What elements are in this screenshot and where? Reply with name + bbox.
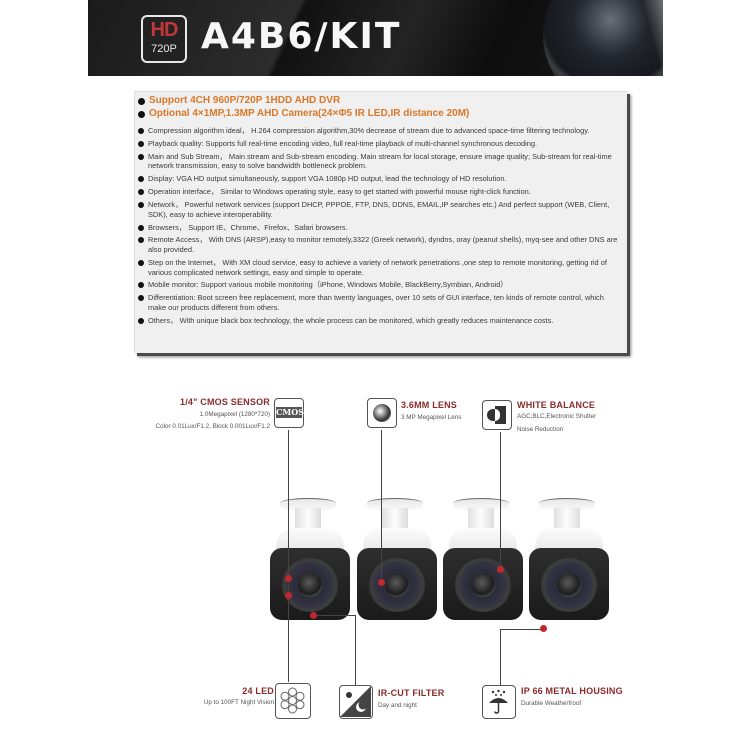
spec-list: Support 4CH 960P/720P 1HDD AHD DVR Optio… xyxy=(135,92,627,325)
spec-item: Main and Sub Stream， Main stream and Sub… xyxy=(138,152,621,171)
camera-image-4 xyxy=(527,498,609,638)
ir-cut-detail: Day and night xyxy=(378,702,417,709)
badge-resolution-text: 720P xyxy=(151,43,177,55)
spec-item: Step on the Internet， With XM cloud serv… xyxy=(138,258,621,277)
spec-item: Browsers， Support IE、Chrome、Firefox、Safa… xyxy=(138,223,621,233)
connector-line-housing-v xyxy=(500,629,501,685)
spec-item: Remote Access， With DNS (ARSP),easy to m… xyxy=(138,235,621,254)
marker-dot xyxy=(285,575,292,582)
spec-list-box: Support 4CH 960P/720P 1HDD AHD DVR Optio… xyxy=(134,91,627,353)
camera-image-2 xyxy=(355,498,437,638)
lens-detail: 3 MP Megapixel Lens xyxy=(401,414,462,421)
marker-dot xyxy=(310,612,317,619)
white-balance-icon xyxy=(482,400,512,430)
badge-hd-text: HD xyxy=(150,19,179,41)
led-title: 24 LED xyxy=(242,686,274,696)
banner-camera-image xyxy=(543,0,663,76)
white-balance-title: WHITE BALANCE xyxy=(517,400,596,410)
connector-line-lens xyxy=(381,430,382,585)
cmos-sensor-title: 1/4" CMOS SENSOR xyxy=(180,397,270,407)
ip66-housing-title: IP 66 METAL HOUSING xyxy=(521,686,623,696)
spec-item: Mobile monitor: Support various mobile m… xyxy=(138,280,621,290)
spec-highlight: Support 4CH 960P/720P 1HDD AHD DVR xyxy=(138,95,621,107)
led-detail: Up to 100FT Night Vision xyxy=(203,699,274,706)
cmos-sensor-detail: Color 0.01Lux/F1.2, Block 0.001Lux/F1.2 xyxy=(155,423,270,430)
spec-item: Display: VGA HD output simultaneously, s… xyxy=(138,174,621,184)
ir-cut-title: IR-CUT FILTER xyxy=(378,688,445,698)
connector-line-ircut-v xyxy=(355,615,356,685)
spec-item: Network， Powerful network services (supp… xyxy=(138,200,621,219)
marker-dot xyxy=(540,625,547,632)
ip66-housing-detail: Durable Weatherfroof xyxy=(521,700,582,707)
marker-dot xyxy=(378,579,385,586)
header-banner: HD 720P A4B6/KIT xyxy=(88,0,663,76)
spec-item: Others， With unique black box technology… xyxy=(138,316,621,326)
spec-item: Operation interface， Similar to Windows … xyxy=(138,187,621,197)
connector-line-ircut-h xyxy=(313,615,356,616)
camera-image-1 xyxy=(268,498,350,638)
connector-line-housing-h xyxy=(500,629,544,630)
white-balance-detail: Noise Reduction xyxy=(517,426,564,433)
umbrella-rain-icon xyxy=(482,685,516,719)
spec-highlight: Optional 4×1MP,1.3MP AHD Camera(24×Φ5 IR… xyxy=(138,108,621,120)
lens-icon xyxy=(367,398,397,428)
lens-title: 3.6MM LENS xyxy=(401,400,458,410)
marker-dot xyxy=(497,566,504,573)
spec-item: Differentiation: Boot screen free replac… xyxy=(138,293,621,312)
marker-dot xyxy=(285,592,292,599)
white-balance-detail: AGC,BLC,Electronic Shutter xyxy=(517,413,597,420)
spec-item: Playback quality: Supports full real-tim… xyxy=(138,139,621,149)
product-title: A4B6/KIT xyxy=(201,16,402,57)
led-array-icon xyxy=(275,683,311,719)
connector-line-white-balance xyxy=(500,432,501,569)
connector-line-cmos-led xyxy=(288,430,289,682)
cmos-chip-icon: CMOS xyxy=(274,398,304,428)
spec-item: Compression algorithm ideal， H.264 compr… xyxy=(138,126,621,136)
camera-image-3 xyxy=(441,498,523,638)
hd-720p-badge: HD 720P xyxy=(141,15,187,63)
day-night-icon xyxy=(339,685,373,719)
cmos-sensor-detail: 1.0Megapixel (1280*720) xyxy=(199,411,270,418)
